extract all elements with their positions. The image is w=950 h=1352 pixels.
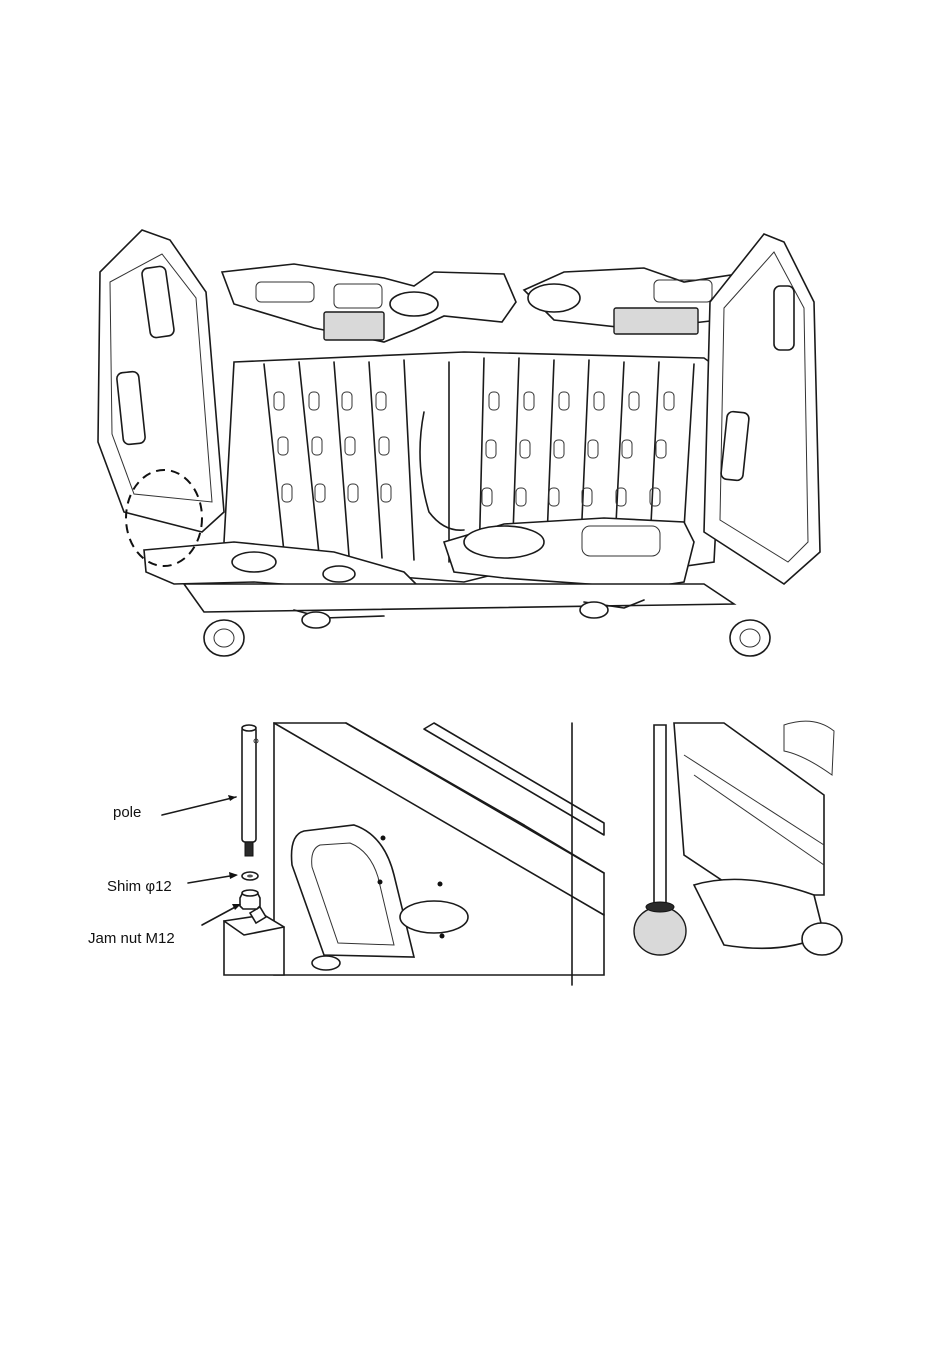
shim-label: Shim φ12 bbox=[107, 878, 172, 895]
pole-assembly-detail bbox=[84, 695, 846, 1005]
frame-detail bbox=[274, 721, 842, 985]
side-rail-back-left bbox=[222, 264, 516, 342]
bed-base bbox=[184, 584, 734, 618]
foot-board bbox=[704, 234, 820, 584]
bed-overview-illustration bbox=[84, 212, 846, 664]
pole-part bbox=[242, 725, 258, 856]
jam-nut-label: Jam nut M12 bbox=[88, 930, 175, 947]
shim-part bbox=[242, 872, 258, 880]
callout-leaders bbox=[162, 795, 241, 925]
jam-nut-part bbox=[240, 890, 260, 909]
pole-label: pole bbox=[113, 804, 141, 821]
head-board bbox=[98, 230, 224, 532]
